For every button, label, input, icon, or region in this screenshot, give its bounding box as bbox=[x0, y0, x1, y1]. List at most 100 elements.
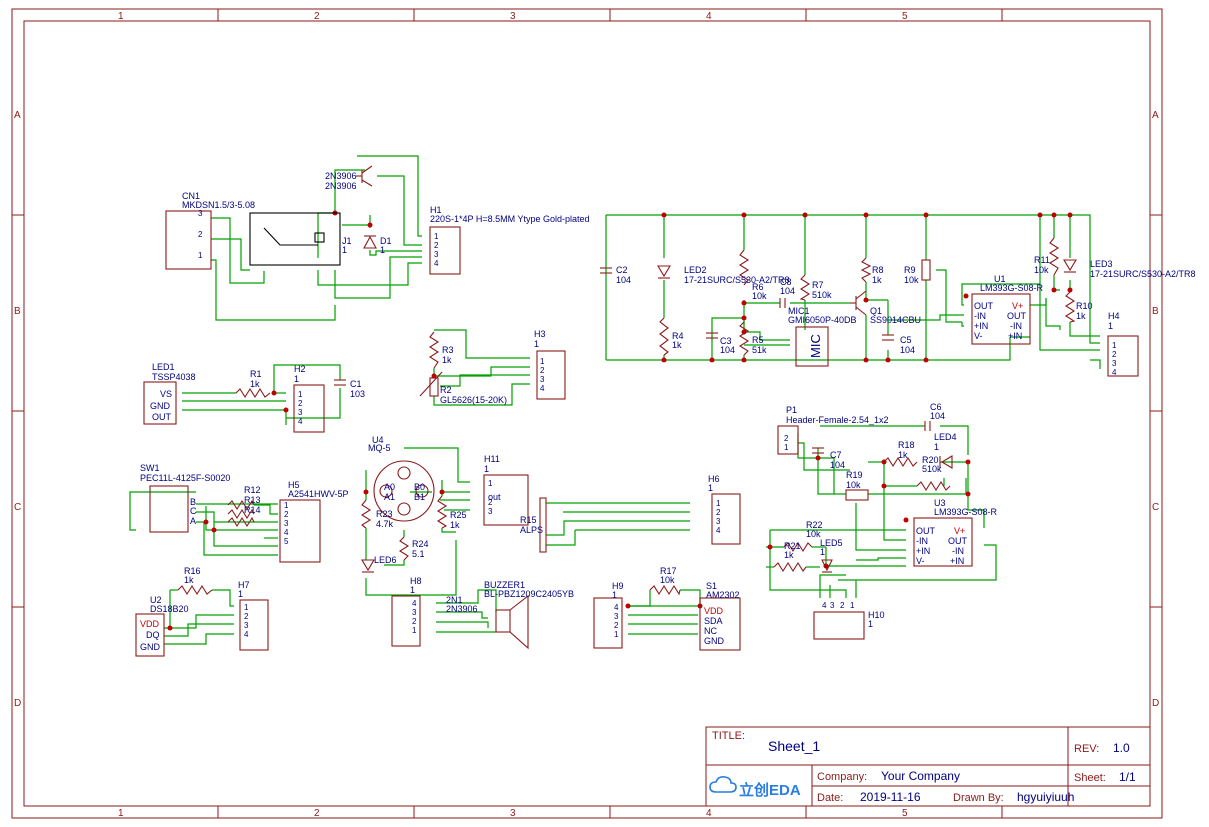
lceda-logo: 立创EDA bbox=[709, 776, 801, 799]
frame-row-labels: A B C D A B C D bbox=[14, 110, 1159, 709]
val-c1: 103 bbox=[350, 389, 365, 399]
svg-text:4: 4 bbox=[1112, 368, 1117, 377]
ref-c1: C1 bbox=[350, 379, 362, 389]
svg-text:4: 4 bbox=[298, 417, 303, 426]
svg-text:1: 1 bbox=[244, 603, 249, 612]
val-r9: 10k bbox=[904, 275, 919, 285]
svg-text:1: 1 bbox=[540, 357, 545, 366]
drawn-by-label: Drawn By: bbox=[953, 792, 1004, 804]
ref-led4: LED4 bbox=[934, 432, 957, 442]
u3-pin-minus-in2: -IN bbox=[952, 546, 964, 556]
ref-r5: R5 bbox=[752, 335, 764, 345]
val-h1: 220S-1*4P H=8.5MM Ytype Gold-plated bbox=[430, 214, 590, 224]
row-label: D bbox=[14, 698, 21, 709]
val-r2: GL5626(15-20K) bbox=[440, 395, 507, 405]
svg-text:2: 2 bbox=[840, 601, 845, 610]
svg-text:2: 2 bbox=[488, 498, 493, 507]
title-label: TITLE: bbox=[712, 730, 745, 742]
ref-s1: S1 bbox=[706, 581, 717, 591]
val-c3: 104 bbox=[720, 345, 735, 355]
ref-r2: R2 bbox=[440, 385, 452, 395]
val-r17: 10k bbox=[660, 575, 675, 585]
ref-led5: LED5 bbox=[820, 538, 843, 548]
ref-h10: H10 bbox=[868, 610, 885, 620]
ref-h6: H6 bbox=[708, 474, 720, 484]
ref-r25: R25 bbox=[450, 510, 467, 520]
val-r1: 1k bbox=[250, 379, 260, 389]
ref-r17: R17 bbox=[660, 566, 677, 576]
ref-led6: LED6 bbox=[374, 555, 397, 565]
val-q-top: 2N3906 bbox=[325, 181, 357, 191]
val-h3: 1 bbox=[534, 339, 539, 349]
ref-c6: C6 bbox=[930, 402, 942, 412]
ref-r19: R19 bbox=[846, 470, 863, 480]
ref-r12: R12 bbox=[244, 485, 261, 495]
svg-text:3: 3 bbox=[298, 408, 303, 417]
ref-q1: Q1 bbox=[870, 306, 882, 316]
mic-label: MIC bbox=[808, 334, 823, 358]
ref-q-top: 2N3906 bbox=[325, 171, 357, 181]
u2-pin-dq: DQ bbox=[146, 630, 160, 640]
ref-r9: R9 bbox=[904, 265, 916, 275]
sheet-label: Sheet: bbox=[1074, 772, 1106, 784]
val-h10: 1 bbox=[868, 619, 873, 629]
sheet-frame bbox=[11, 8, 1163, 819]
val-h7: 1 bbox=[238, 589, 243, 599]
svg-text:1: 1 bbox=[412, 626, 417, 635]
col-label: 3 bbox=[510, 808, 516, 819]
col-label: 5 bbox=[902, 808, 908, 819]
ref-u3: U3 bbox=[934, 498, 946, 508]
ref-h3: H3 bbox=[534, 329, 546, 339]
val-r15: ALPS bbox=[520, 525, 543, 535]
val-u4: MQ-5 bbox=[368, 443, 391, 453]
val-led4: 1 bbox=[934, 442, 939, 452]
val-h5: A2541HWV-5P bbox=[288, 489, 349, 499]
col-label: 4 bbox=[706, 808, 712, 819]
svg-text:3: 3 bbox=[434, 250, 439, 259]
ref-2n1: 2N1 bbox=[446, 595, 463, 605]
svg-text:2: 2 bbox=[198, 230, 203, 239]
pin-labels: OUT -IN +IN V- V+ OUT -IN +IN OUT -IN +I… bbox=[140, 301, 1027, 652]
row-label: C bbox=[14, 502, 21, 513]
ref-r1: R1 bbox=[250, 369, 262, 379]
ref-r23: R23 bbox=[376, 509, 393, 519]
val-q1: SS9014CBU bbox=[870, 315, 921, 325]
val-j1: 1 bbox=[342, 245, 347, 255]
svg-text:4: 4 bbox=[434, 259, 439, 268]
val-u3: LM393G-S08-R bbox=[934, 507, 998, 517]
svg-text:3: 3 bbox=[198, 209, 203, 218]
col-label: 1 bbox=[118, 11, 124, 22]
val-u2: DS18B20 bbox=[150, 604, 189, 614]
val-mic1: GMI6050P-40DB bbox=[788, 315, 857, 325]
ref-u2: U2 bbox=[150, 595, 162, 605]
u2-pin-vdd: VDD bbox=[140, 619, 160, 629]
val-p1: Header-Female-2.54_1x2 bbox=[786, 415, 889, 425]
svg-text:3: 3 bbox=[614, 612, 619, 621]
ref-p1: P1 bbox=[786, 405, 797, 415]
svg-text:1: 1 bbox=[784, 443, 789, 452]
ref-h5: H5 bbox=[288, 480, 300, 490]
svg-text:3: 3 bbox=[284, 519, 289, 528]
val-d1: 1 bbox=[380, 245, 385, 255]
ref-r3: R3 bbox=[442, 345, 454, 355]
val-r21: 1k bbox=[784, 550, 794, 560]
ref-j1: J1 bbox=[342, 236, 352, 246]
val-2n1: 2N3906 bbox=[446, 604, 478, 614]
ref-c7: C7 bbox=[830, 450, 842, 460]
val-u1: LM393G-S08-R bbox=[980, 283, 1044, 293]
val-h4: 1 bbox=[1108, 321, 1113, 331]
svg-text:3: 3 bbox=[830, 601, 835, 610]
ref-r22: R22 bbox=[806, 520, 823, 530]
u1-pin-minus-in: -IN bbox=[974, 311, 986, 321]
s1-pin-sda: SDA bbox=[704, 616, 723, 626]
s1-pin-gnd: GND bbox=[704, 636, 725, 646]
ref-r24: R24 bbox=[412, 539, 429, 549]
h11-pin-out: out bbox=[488, 492, 501, 502]
val-r24: 5.1 bbox=[412, 549, 425, 559]
svg-text:3: 3 bbox=[1112, 359, 1117, 368]
u4-pin-a0: A0 bbox=[384, 482, 395, 492]
drawn-by-value: hgyuiyiuuh bbox=[1017, 790, 1074, 804]
ref-sw1: SW1 bbox=[140, 463, 160, 473]
val-r23: 4.7k bbox=[376, 519, 394, 529]
